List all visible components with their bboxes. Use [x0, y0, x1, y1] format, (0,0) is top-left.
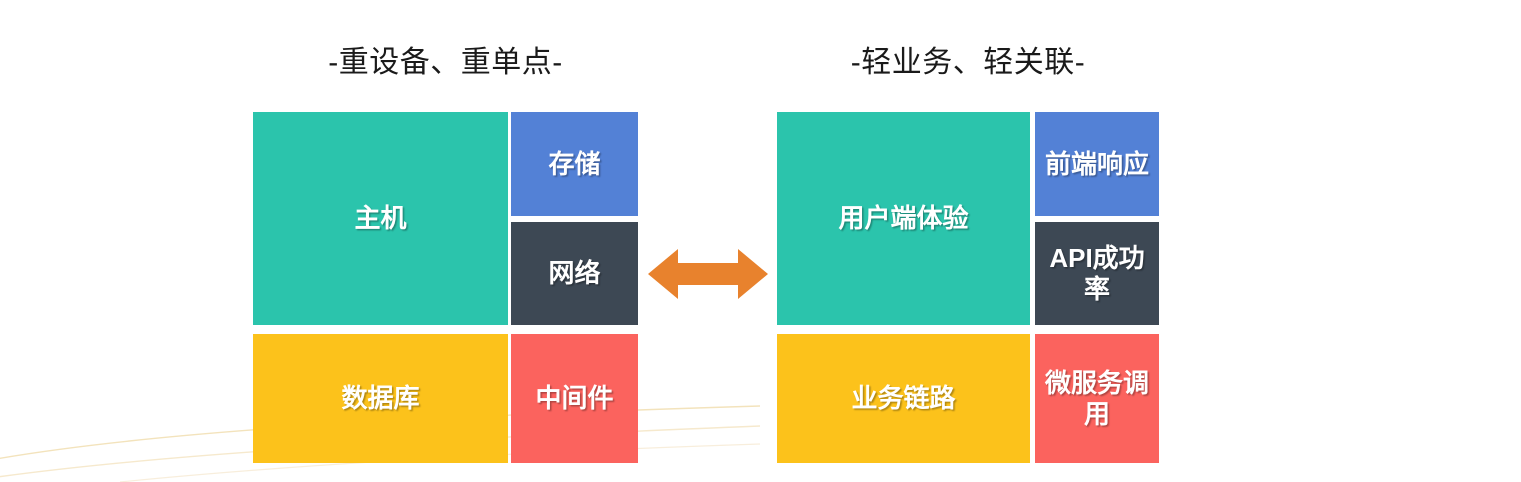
tile-storage[interactable]: 存储: [511, 112, 638, 216]
tile-database[interactable]: 数据库: [253, 334, 508, 463]
tile-user-experience[interactable]: 用户端体验: [777, 112, 1030, 325]
double-headed-arrow-icon: [648, 249, 768, 299]
tile-api-success-rate[interactable]: API成功率: [1035, 222, 1159, 325]
right-group-panel: 用户端体验 前端响应 API成功率 业务链路 微服务调用: [777, 112, 1159, 463]
tile-network[interactable]: 网络: [511, 222, 638, 325]
left-group-title: -重设备、重单点-: [328, 46, 563, 79]
tile-microservice-call[interactable]: 微服务调用: [1035, 334, 1159, 463]
right-group-title: -轻业务、轻关联-: [850, 46, 1086, 79]
tile-frontend-response[interactable]: 前端响应: [1035, 112, 1159, 216]
tile-business-chain[interactable]: 业务链路: [777, 334, 1030, 463]
tile-host[interactable]: 主机: [253, 112, 508, 325]
left-group-panel: 主机 存储 网络 数据库 中间件: [253, 112, 638, 463]
tile-middleware[interactable]: 中间件: [511, 334, 638, 463]
